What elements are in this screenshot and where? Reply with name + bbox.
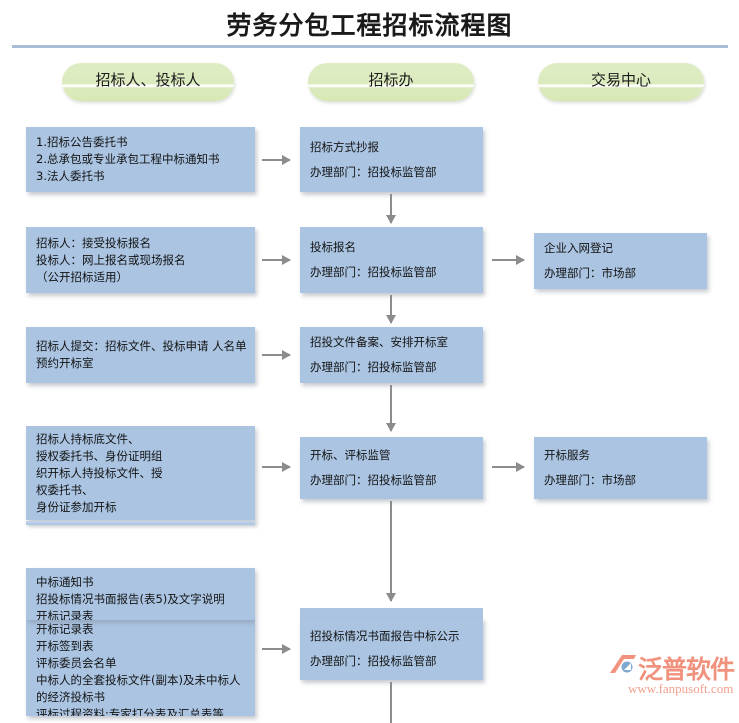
flow-box-r5-left-lower: 开标记录表 开标签到表 评标委员会名单 中标人的全套投标文件(副本)及未中标人 … bbox=[26, 620, 255, 716]
fanpu-logo-icon bbox=[610, 655, 636, 673]
flow-box-r1-left: 1.招标公告委托书 2.总承包或专业承包工程中标通知书 3.法人委托书 bbox=[26, 127, 255, 192]
flow-box-line: 招标人提交：招标文件、投标申请 人名单 bbox=[36, 339, 247, 353]
flow-box-line: 开标服务 bbox=[544, 448, 590, 462]
lane-header-label: 交易中心 bbox=[590, 71, 651, 89]
flow-box-line: 3.法人委托书 bbox=[36, 169, 105, 183]
flow-box-r1-mid: 招标方式抄报 办理部门：招投标监管部 bbox=[300, 127, 483, 192]
flow-box-line: 身份证参加开标 bbox=[36, 499, 117, 514]
flow-box-line: 招标方式抄报 bbox=[310, 139, 379, 154]
flow-box-line: 开标签到表 bbox=[36, 639, 94, 653]
flow-box-line: 招投标情况书面报告(表5)及文字说明 bbox=[36, 592, 225, 606]
flow-box-line: 中标人的全套投标文件(副本)及未中标人 bbox=[36, 673, 241, 687]
flow-box-line: 办理部门：招投标监管部 bbox=[310, 654, 437, 668]
page-title: 劳务分包工程招标流程图 bbox=[226, 11, 513, 40]
flow-box-line: 中标通知书 bbox=[36, 575, 94, 589]
flow-box-line: 预约开标室 bbox=[36, 356, 94, 370]
watermark-brand: 泛普软件 bbox=[638, 655, 735, 684]
arrow-r4-mid-to-right bbox=[492, 462, 525, 472]
flow-box-line: （公开招标适用） bbox=[36, 269, 128, 284]
flow-box-line: 投标人：网上报名或现场报名 bbox=[36, 252, 186, 267]
watermark: 泛普软件 www.fanpusoft.com bbox=[608, 650, 736, 708]
flow-box-line: 招标人：接受投标报名 bbox=[36, 235, 151, 250]
lane-header-bidding-office: 招标办 bbox=[308, 63, 474, 101]
flow-box-r2-left: 招标人：接受投标报名 投标人：网上报名或现场报名 （公开招标适用） bbox=[26, 227, 255, 293]
watermark-url: www.fanpusoft.com bbox=[628, 681, 734, 696]
flow-box-r2-right: 企业入网登记 办理部门：市场部 bbox=[534, 233, 707, 289]
arrow-r5-left-to-mid bbox=[262, 644, 291, 654]
arrow-r1-left-to-mid bbox=[262, 155, 291, 165]
flow-box-line: 2.总承包或专业承包工程中标通知书 bbox=[36, 152, 220, 166]
arrow-r2-mid-to-right bbox=[492, 255, 525, 265]
flow-box-line: 招标人持标底文件、 bbox=[36, 431, 140, 446]
flow-box-line: 授权委托书、身份证明组 bbox=[36, 448, 163, 463]
flow-box-line: 开标记录表 bbox=[36, 609, 94, 620]
flow-box-line: 投标报名 bbox=[310, 240, 356, 254]
flow-box-r4-mid: 开标、评标监管 办理部门：招投标监管部 bbox=[300, 437, 483, 499]
flow-box-r5-mid: 招投标情况书面报告中标公示 办理部门：招投标监管部 bbox=[300, 618, 483, 680]
arrow-r3-left-to-mid bbox=[262, 350, 291, 360]
flow-box-line: 评标过程资料:专家打分表及汇总表等 bbox=[36, 707, 224, 716]
arrow-r2-mid-to-r3-mid bbox=[386, 295, 396, 324]
flow-box-line: 办理部门：市场部 bbox=[544, 266, 636, 280]
connector-r5-mid-down bbox=[390, 682, 392, 723]
arrow-r4-mid-to-r5-mid bbox=[386, 501, 396, 602]
arrow-r3-mid-to-r4-mid bbox=[386, 385, 396, 432]
flow-box-line: 织开标人持投标文件、授 bbox=[36, 465, 163, 480]
flow-box-r3-mid: 招投文件备案、安排开标室 办理部门：招投标监管部 bbox=[300, 327, 483, 383]
lane-header-bidder: 招标人、投标人 bbox=[62, 63, 234, 101]
title-divider bbox=[12, 45, 728, 48]
flow-box-line: 办理部门：招投标监管部 bbox=[310, 473, 437, 487]
arrow-r4-left-to-mid bbox=[262, 462, 291, 472]
flow-box-line: 开标、评标监管 bbox=[310, 448, 391, 462]
flow-box-line: 办理部门：招投标监管部 bbox=[310, 164, 437, 179]
flow-box-r2-mid: 投标报名 办理部门：招投标监管部 bbox=[300, 227, 483, 293]
lane-header-trading-center: 交易中心 bbox=[538, 63, 704, 101]
flow-box-line: 办理部门：招投标监管部 bbox=[310, 360, 437, 374]
flow-box-line: 1.招标公告委托书 bbox=[36, 135, 128, 149]
flow-box-line: 开标记录表 bbox=[36, 622, 94, 636]
lane-header-label: 招标人、投标人 bbox=[95, 71, 201, 89]
arrow-r1-mid-to-r2-mid bbox=[386, 194, 396, 224]
flow-box-line: 招投文件备案、安排开标室 bbox=[310, 335, 448, 349]
flow-box-line: 办理部门：招投标监管部 bbox=[310, 265, 437, 279]
divider-bar-under-r4-left bbox=[26, 521, 255, 525]
flow-box-line: 权委托书、 bbox=[36, 482, 94, 497]
flow-box-r4-left: 招标人持标底文件、 授权委托书、身份证明组 织开标人持投标文件、授 权委托书、 … bbox=[26, 426, 255, 520]
flow-box-line: 企业入网登记 bbox=[544, 241, 613, 255]
flow-box-line: 办理部门：市场部 bbox=[544, 473, 636, 487]
flow-box-r3-left: 招标人提交：招标文件、投标申请 人名单 预约开标室 bbox=[26, 327, 255, 383]
flow-box-line: 的经济投标书 bbox=[36, 690, 105, 704]
lane-header-label: 招标办 bbox=[368, 71, 414, 89]
flow-box-r4-right: 开标服务 办理部门：市场部 bbox=[534, 437, 707, 499]
flow-box-line: 评标委员会名单 bbox=[36, 656, 117, 670]
flow-box-line: 招投标情况书面报告中标公示 bbox=[310, 629, 460, 643]
flow-box-r5-left-upper: 中标通知书 招投标情况书面报告(表5)及文字说明 开标记录表 bbox=[26, 568, 255, 620]
arrow-r2-left-to-mid bbox=[262, 255, 291, 265]
